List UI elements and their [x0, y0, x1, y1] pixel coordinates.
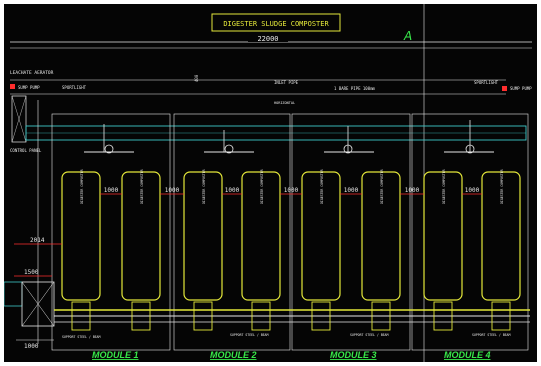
- leachate-aerator-label: LEACHATE AERATOR: [10, 70, 54, 76]
- spacing-dimension: 1000: [165, 187, 180, 194]
- spacing-dimension: 1000: [405, 187, 420, 194]
- base-dimension: 1000: [24, 343, 39, 350]
- support-label-2: SUPPORT STEEL / BEAM: [230, 333, 268, 337]
- tag-marker-left: [10, 84, 15, 89]
- spacing-dimensions: 1000 1000 1000 1000 1000 1000 1000: [100, 187, 482, 195]
- vessel-label: DIGESTER COMPOSTER: [202, 169, 206, 204]
- sump-pump-left-label: SUMP PUMP: [18, 85, 40, 90]
- control-panel-label: CONTROL PANEL: [10, 148, 42, 153]
- inlet-pipe-label: INLET PIPE: [274, 80, 299, 85]
- valve-manifold-2[interactable]: [204, 130, 254, 154]
- spacing-dimension: 1000: [344, 187, 359, 194]
- side-dimension: 1500: [24, 269, 39, 276]
- height-dimension: 2014: [30, 237, 45, 244]
- vessel-label: DIGESTER COMPOSTER: [260, 169, 264, 204]
- hopper-box[interactable]: [21, 281, 55, 327]
- title-frame: [211, 13, 341, 32]
- module-frame-1: [51, 113, 171, 351]
- vessel-4a[interactable]: [423, 171, 463, 301]
- vessel-label: DIGESTER COMPOSTER: [500, 169, 504, 204]
- control-panel-x2: [11, 95, 27, 143]
- control-panel-box: [11, 95, 27, 143]
- cad-drawing[interactable]: DIGESTER SLUDGE COMPOSTER 22000 A LEACHA…: [4, 4, 537, 362]
- spacing-dimension: 1000: [465, 187, 480, 194]
- dimension-gap: [248, 34, 288, 42]
- vessel-3a[interactable]: [301, 171, 341, 301]
- valve-manifold-1[interactable]: [84, 124, 134, 154]
- vessel-3b[interactable]: [361, 171, 401, 301]
- drawing-title: DIGESTER SLUDGE COMPOSTER: [223, 20, 329, 28]
- hopper-x2: [21, 281, 55, 327]
- module-frame-3: [291, 113, 411, 351]
- spacing-dimension: 1000: [284, 187, 299, 194]
- support-label-3: SUPPORT STEEL / BEAM: [350, 333, 388, 337]
- vessel-label: DIGESTER COMPOSTER: [320, 169, 324, 204]
- vessel-2b[interactable]: [241, 171, 281, 301]
- overall-dimension: 22000: [257, 35, 278, 43]
- module-label-3[interactable]: MODULE 3: [330, 350, 377, 360]
- cad-viewport[interactable]: DIGESTER SLUDGE COMPOSTER 22000 A LEACHA…: [4, 4, 537, 362]
- valve-manifold-4[interactable]: [444, 120, 494, 154]
- valve-icon: [224, 144, 234, 154]
- module-label-2[interactable]: MODULE 2: [210, 350, 257, 360]
- module-label-1[interactable]: MODULE 1: [92, 350, 139, 360]
- sump-pump-right-label: SUMP PUMP: [510, 86, 532, 91]
- vessels: [61, 171, 521, 301]
- vessel-label: DIGESTER COMPOSTER: [140, 169, 144, 204]
- support-label-4: SUPPORT STEEL / BEAM: [472, 333, 510, 337]
- valve-manifold-3[interactable]: [324, 126, 374, 154]
- vessel-4b[interactable]: [481, 171, 521, 301]
- sportlight-label-right: SPORTLIGHT: [474, 80, 499, 85]
- horizontal-note: HORIZONTAL: [274, 101, 295, 105]
- vessel-label: DIGESTER COMPOSTER: [80, 169, 84, 204]
- vessel-labels: DIGESTER COMPOSTER DIGESTER COMPOSTER DI…: [80, 169, 504, 204]
- valve-icon: [104, 144, 114, 154]
- grid-marker: A: [403, 29, 412, 43]
- module-frames: [51, 113, 529, 351]
- vessel-1b[interactable]: [121, 171, 161, 301]
- dimension-400: 400: [194, 74, 199, 82]
- module-frame-4: [411, 113, 529, 351]
- module-frame-2: [173, 113, 291, 351]
- pipe-note: 1 BARE PIPE 100mm: [334, 86, 376, 91]
- spacing-dimension: 1000: [104, 187, 119, 194]
- sportlight-label: SPORTLIGHT: [62, 85, 87, 90]
- vessel-label: DIGESTER COMPOSTER: [442, 169, 446, 204]
- inlet-stub: [4, 281, 23, 307]
- vessel-1a[interactable]: [61, 171, 101, 301]
- vessel-supports: [71, 301, 511, 331]
- support-label-1: SUPPORT STEEL / BEAM: [62, 335, 100, 339]
- spacing-dimension: 1000: [225, 187, 240, 194]
- vessel-2a[interactable]: [183, 171, 223, 301]
- vessel-label: DIGESTER COMPOSTER: [380, 169, 384, 204]
- module-label-4[interactable]: MODULE 4: [444, 350, 491, 360]
- tag-marker-right: [502, 86, 507, 91]
